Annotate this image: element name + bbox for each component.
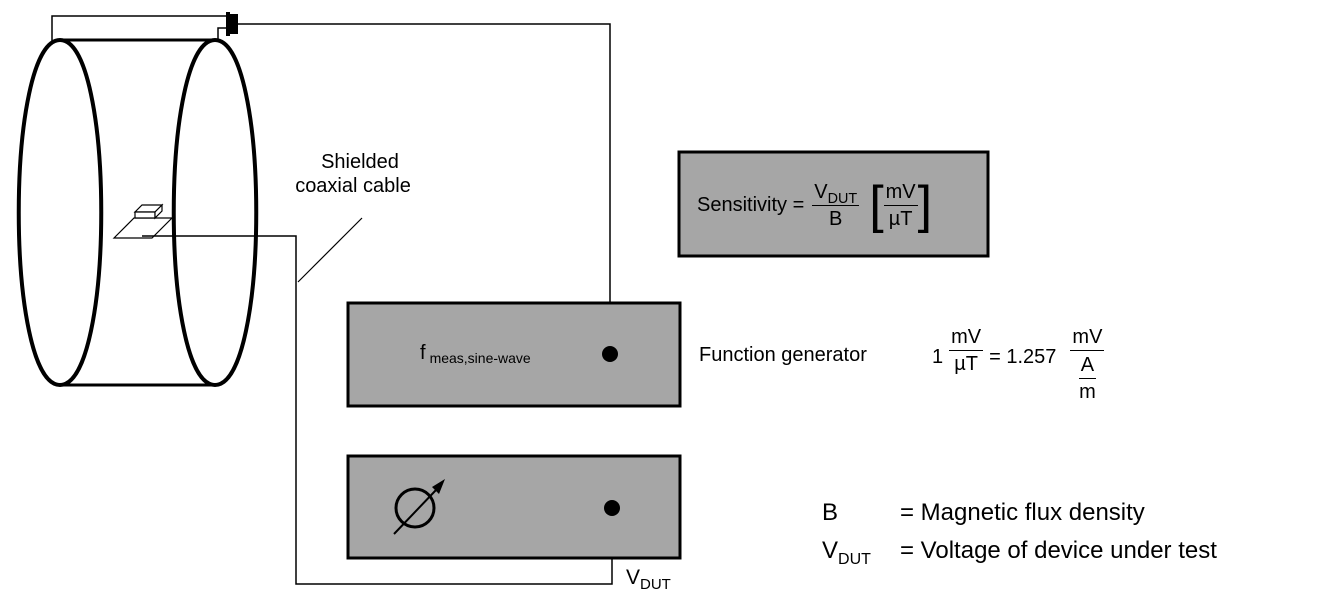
conv-rhs-fraction: mV A m <box>1070 327 1105 402</box>
helmholtz-coil-left <box>16 37 104 388</box>
sens-num-v: V <box>814 180 828 203</box>
vdut-sub: DUT <box>640 576 671 593</box>
vdut-v: V <box>626 566 641 589</box>
sens-den: B <box>829 207 843 230</box>
sens-unit-num: mV <box>883 182 918 206</box>
legend-text: = Magnetic flux density <box>900 499 1145 526</box>
freq-f: f <box>420 342 426 364</box>
legend-row: VDUT = Voltage of device under test <box>822 532 1217 570</box>
conversion-formula: 1 mV µT = 1.257 mV A m <box>932 327 1105 402</box>
legend-row: B = Magnetic flux density <box>822 494 1217 532</box>
helmholtz-coil-right <box>171 37 259 388</box>
sensitivity-fraction: VDUT B <box>812 180 860 230</box>
function-generator-label: Function generator <box>699 344 867 366</box>
sens-num-sub: DUT <box>827 190 858 207</box>
voltmeter-terminal <box>604 500 620 516</box>
freq-sub: meas,sine-wave <box>429 350 531 366</box>
cable-label-line2: coaxial cable <box>295 175 411 197</box>
cable-label: Shielded coaxial cable <box>295 150 420 198</box>
conv-coeff: 1 <box>932 346 944 368</box>
conv-rhs-den-num: A <box>1078 355 1097 379</box>
conv-lhs-fraction: mV µT <box>949 327 984 375</box>
voltmeter-icon <box>393 479 445 535</box>
cable-connector <box>226 12 238 36</box>
sens-unit-den: µT <box>888 207 913 230</box>
conv-equals: = 1.257 <box>989 346 1057 368</box>
legend-symbol-sub: DUT <box>838 550 871 568</box>
sensitivity-formula: Sensitivity = VDUT B [ mV µT ] <box>697 176 933 234</box>
coil-feed-wires <box>51 15 228 42</box>
voltmeter-output-label: VDUT <box>626 566 671 592</box>
conv-rhs-den-den: m <box>1079 381 1096 403</box>
generator-terminal <box>602 346 618 362</box>
legend-symbol: B <box>822 499 839 526</box>
cable-label-line1: Shielded <box>321 151 399 173</box>
sensitivity-box <box>677 150 990 258</box>
coil-connecting-lines <box>60 38 215 387</box>
conv-lhs-den: µT <box>954 353 978 375</box>
legend-symbol: V <box>822 537 839 564</box>
sensitivity-prefix: Sensitivity = <box>697 194 805 216</box>
legend: B = Magnetic flux density VDUT = Voltage… <box>822 494 1217 570</box>
function-generator-box <box>346 301 682 408</box>
cable-callout-line <box>297 217 363 283</box>
sensitivity-unit: mV µT <box>883 182 918 230</box>
legend-text: = Voltage of device under test <box>900 537 1217 564</box>
conv-rhs-subfraction: A m <box>1077 355 1098 402</box>
conv-lhs-num: mV <box>949 327 984 351</box>
generator-wire <box>238 23 611 354</box>
conv-rhs-num: mV <box>1070 327 1105 351</box>
sensor-chip <box>112 203 174 239</box>
voltmeter-box <box>346 454 682 560</box>
